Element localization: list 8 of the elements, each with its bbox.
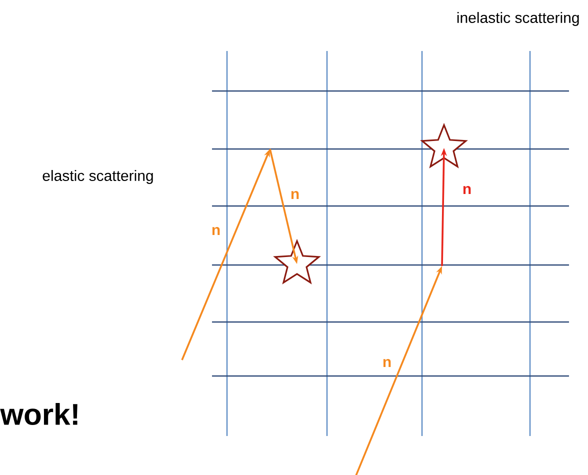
edge-label: n <box>291 190 299 200</box>
edge-label: n <box>463 186 471 194</box>
heading-text: work! <box>0 402 78 426</box>
caption-text: elastic scattering <box>42 170 153 184</box>
particle-label: n <box>212 226 220 236</box>
arrow <box>181 148 298 360</box>
caption-text: inelastic scattering <box>457 12 579 26</box>
particle-label: n <box>383 358 391 368</box>
